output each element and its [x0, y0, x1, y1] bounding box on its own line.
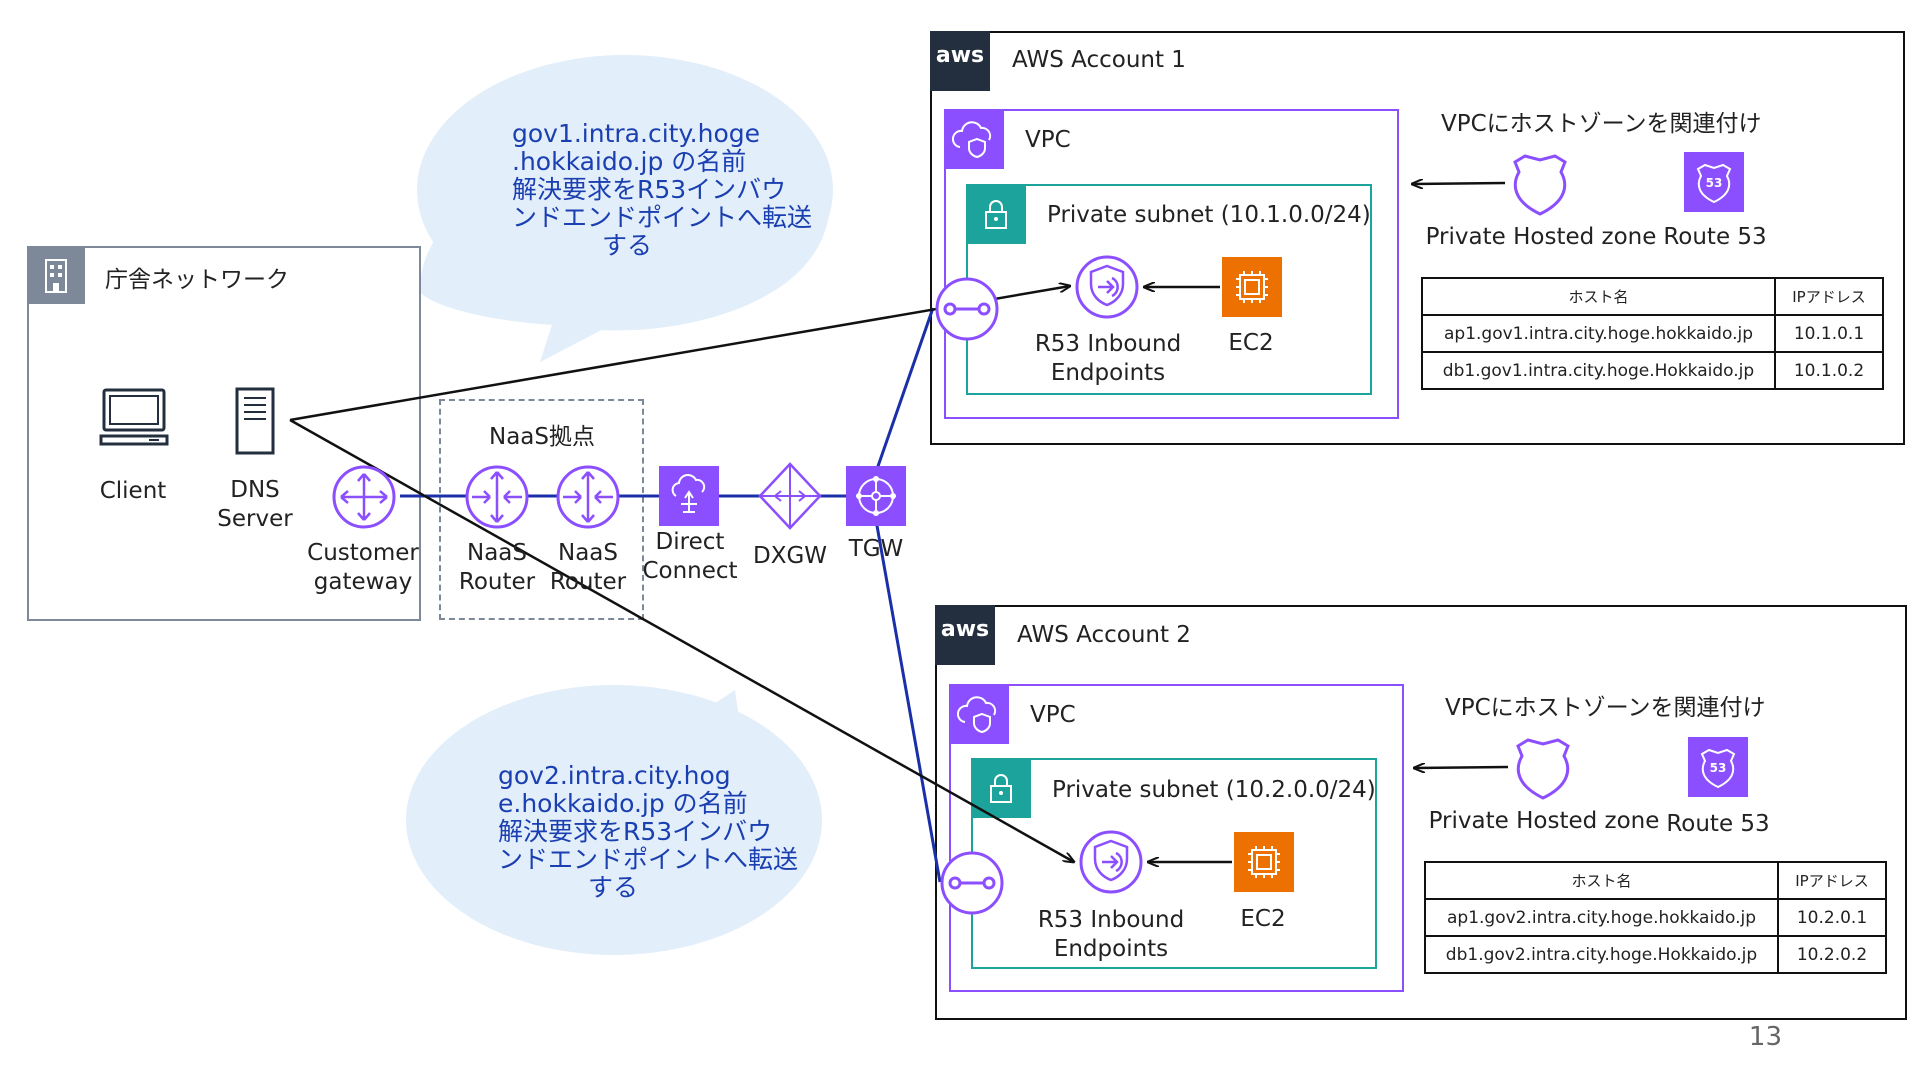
private-hosted-zone-icon [1516, 738, 1570, 800]
bubble-top-tail [540, 300, 640, 362]
phz-to-vpc-arrow-1 [1412, 183, 1506, 184]
private-hosted-zone-icon [1513, 154, 1567, 216]
lock-icon [971, 758, 1031, 818]
building-icon [27, 246, 85, 304]
aws-logo-icon: aws [930, 31, 990, 91]
vpc-cloud-icon [944, 109, 1004, 169]
lock-icon [966, 184, 1026, 244]
subnet-1-title: Private subnet (10.1.0.0/24) [1047, 202, 1371, 228]
route53-label: Route 53 [1666, 811, 1770, 837]
host-col-header: ホスト名 [1424, 861, 1779, 900]
route53-label: Route 53 [1663, 224, 1767, 250]
r53-inbound-endpoint-icon [1079, 830, 1143, 894]
route53-icon: 53 [1688, 737, 1748, 797]
bubble-bottom-body [406, 685, 822, 955]
onprem-network-group [27, 246, 421, 621]
aws-account-2-title: AWS Account 2 [1017, 622, 1191, 648]
aws-account-1-title: AWS Account 1 [1012, 47, 1186, 73]
ec2-label: EC2 [1228, 330, 1274, 356]
host-col-header: ホスト名 [1421, 277, 1776, 316]
naas-router-1-icon [465, 465, 529, 529]
route53-icon: 53 [1684, 152, 1744, 212]
ec2-label: EC2 [1240, 906, 1286, 932]
bubble-top-body [417, 55, 833, 325]
dns-server-icon [235, 387, 275, 455]
svg-text:53: 53 [1706, 176, 1723, 190]
dxgw-label: DXGW [752, 543, 828, 569]
ip-col-header: IPアドレス [1777, 861, 1887, 900]
customer-gateway-icon [332, 465, 396, 529]
page-number: 13 [1748, 1022, 1782, 1052]
vpc-1-group [944, 109, 1399, 419]
client-label: Client [99, 478, 167, 504]
naas-title: NaaS拠点 [489, 424, 595, 450]
naas-router-2-icon [556, 465, 620, 529]
assoc-note-2: VPCにホストゾーンを関連付け [1445, 695, 1766, 721]
vpc-2-group [949, 684, 1404, 992]
assoc-note-1: VPCにホストゾーンを関連付け [1441, 111, 1762, 137]
bubble-bottom-tail [690, 690, 745, 760]
link-tgw-attach2 [874, 519, 942, 883]
dns-forward-arrow-2 [289, 418, 1074, 862]
tgw-attachment-2-icon [940, 851, 1004, 915]
vpc-1-title: VPC [1025, 127, 1071, 153]
tgw-label: TGW [848, 536, 904, 562]
phz-to-vpc-arrow-2 [1414, 767, 1509, 768]
tgw-attachment-1-icon [935, 277, 999, 341]
ec2-icon [1222, 257, 1282, 317]
private-hosted-zone-label: Private Hosted zone [1425, 224, 1657, 250]
private-hosted-zone-label: Private Hosted zone [1428, 808, 1660, 834]
dxgw-icon [758, 462, 822, 530]
r53-inbound-endpoint-icon [1075, 255, 1139, 319]
aws-logo-icon: aws [935, 605, 995, 665]
naas-group [439, 399, 644, 620]
link-tgw-attach1 [874, 307, 935, 473]
ec2-icon [1234, 832, 1294, 892]
ip-col-header: IPアドレス [1774, 277, 1884, 316]
transit-gateway-icon [846, 466, 906, 526]
bubble-top-text: gov1.intra.city.hoge.hokkaido.jp の名前解決要求… [512, 119, 813, 260]
vpc-2-title: VPC [1030, 702, 1076, 728]
direct-connect-icon [659, 466, 719, 526]
onprem-title: 庁舎ネットワーク [105, 267, 289, 293]
svg-text:53: 53 [1710, 761, 1727, 775]
aws-account-2-group [935, 605, 1907, 1020]
subnet-2-title: Private subnet (10.2.0.0/24) [1052, 777, 1376, 803]
aws-account-1-group [930, 31, 1905, 445]
client-icon [99, 388, 169, 446]
vpc-cloud-icon [949, 684, 1009, 744]
